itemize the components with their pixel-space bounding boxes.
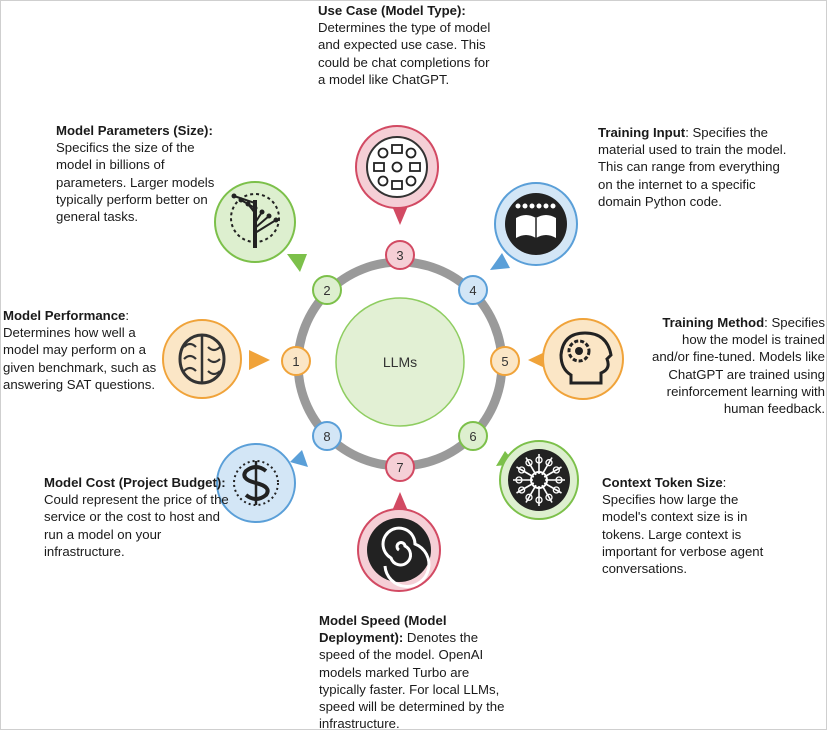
training-method-title: Training Method [662, 315, 765, 330]
mandala-token-icon [508, 449, 570, 511]
number-circle-2 [312, 275, 342, 305]
node-7: 7 [357, 452, 441, 592]
number-circle-1 [281, 346, 311, 376]
number-label-5: 5 [501, 354, 508, 369]
center-node: LLMs [335, 297, 465, 427]
model-performance-title: Model Performance [3, 308, 126, 323]
context-token-size-body: : Specifies how large the model's contex… [602, 475, 764, 577]
bubble-5 [542, 318, 624, 400]
model-cost-body: Could represent the price of the service… [44, 492, 229, 559]
model-speed-description: Model Speed (Model Deployment): Denotes … [319, 612, 517, 732]
model-cost-title: Model Cost (Project Budget): [44, 475, 226, 490]
book-training-icon [505, 193, 567, 255]
pointer-4 [490, 253, 510, 270]
brain-icon [178, 333, 226, 385]
dollar-cost-icon [233, 460, 279, 506]
node-1: 1 [162, 319, 311, 399]
use-case-collage-icon [366, 136, 428, 198]
center-circle [335, 297, 465, 427]
pointer-1 [249, 350, 270, 370]
model-cost-description: Model Cost (Project Budget): Could repre… [44, 474, 230, 560]
model-performance-body: : Determines how well a model may perfor… [3, 308, 157, 392]
model-speed-body: Denotes the speed of the model. OpenAI m… [319, 630, 505, 732]
model-speed-title: Model Speed (Model Deployment): [319, 613, 447, 646]
model-parameters-title: Model Parameters (Size): [56, 123, 213, 138]
number-label-6: 6 [469, 429, 476, 444]
number-circle-3 [385, 240, 415, 270]
use-case-title: Use Case (Model Type): [318, 3, 466, 18]
node-8: 8 [216, 421, 342, 523]
model-parameters-body: Specifics the size of the model in billi… [56, 140, 215, 225]
model-performance-description: Model Performance: Determines how well a… [3, 307, 163, 393]
center-label: LLMs [383, 354, 417, 370]
node-6: 6 [458, 421, 579, 520]
training-input-description: Training Input: Specifies the material u… [598, 124, 794, 210]
training-input-body: : Specifies the material used to train t… [598, 125, 787, 209]
number-label-1: 1 [292, 354, 299, 369]
number-label-2: 2 [323, 283, 330, 298]
use-case-description: Use Case (Model Type): Determines the ty… [318, 2, 498, 88]
swirl-speed-icon [367, 518, 431, 588]
node-5: 5 [490, 318, 624, 400]
pointer-7 [392, 492, 408, 511]
head-gear-icon [559, 331, 613, 385]
pointer-2 [287, 254, 307, 272]
number-label-3: 3 [396, 248, 403, 263]
training-method-body: : Specifies how the model is trained and… [651, 315, 825, 417]
node-2: 2 [214, 181, 342, 305]
number-label-4: 4 [469, 283, 476, 298]
context-token-size-description: Context Token Size: Specifies how large … [602, 474, 782, 577]
number-circle-5 [490, 346, 520, 376]
pointer-3 [392, 206, 408, 225]
training-method-description: Training Method: Specifies how the model… [647, 314, 825, 417]
number-circle-6 [458, 421, 488, 451]
number-circle-7 [385, 452, 415, 482]
neural-tree-icon [230, 193, 280, 248]
node-3: 3 [355, 125, 439, 270]
number-circle-8 [312, 421, 342, 451]
context-token-size-title: Context Token Size [602, 475, 723, 490]
node-4: 4 [458, 182, 578, 305]
number-circle-4 [458, 275, 488, 305]
training-input-title: Training Input [598, 125, 686, 140]
use-case-body: Determines the type of model and expecte… [318, 20, 491, 87]
model-parameters-description: Model Parameters (Size): Specifics the s… [56, 122, 226, 225]
number-label-8: 8 [323, 429, 330, 444]
pointer-8 [290, 450, 308, 467]
number-label-7: 7 [396, 460, 403, 475]
